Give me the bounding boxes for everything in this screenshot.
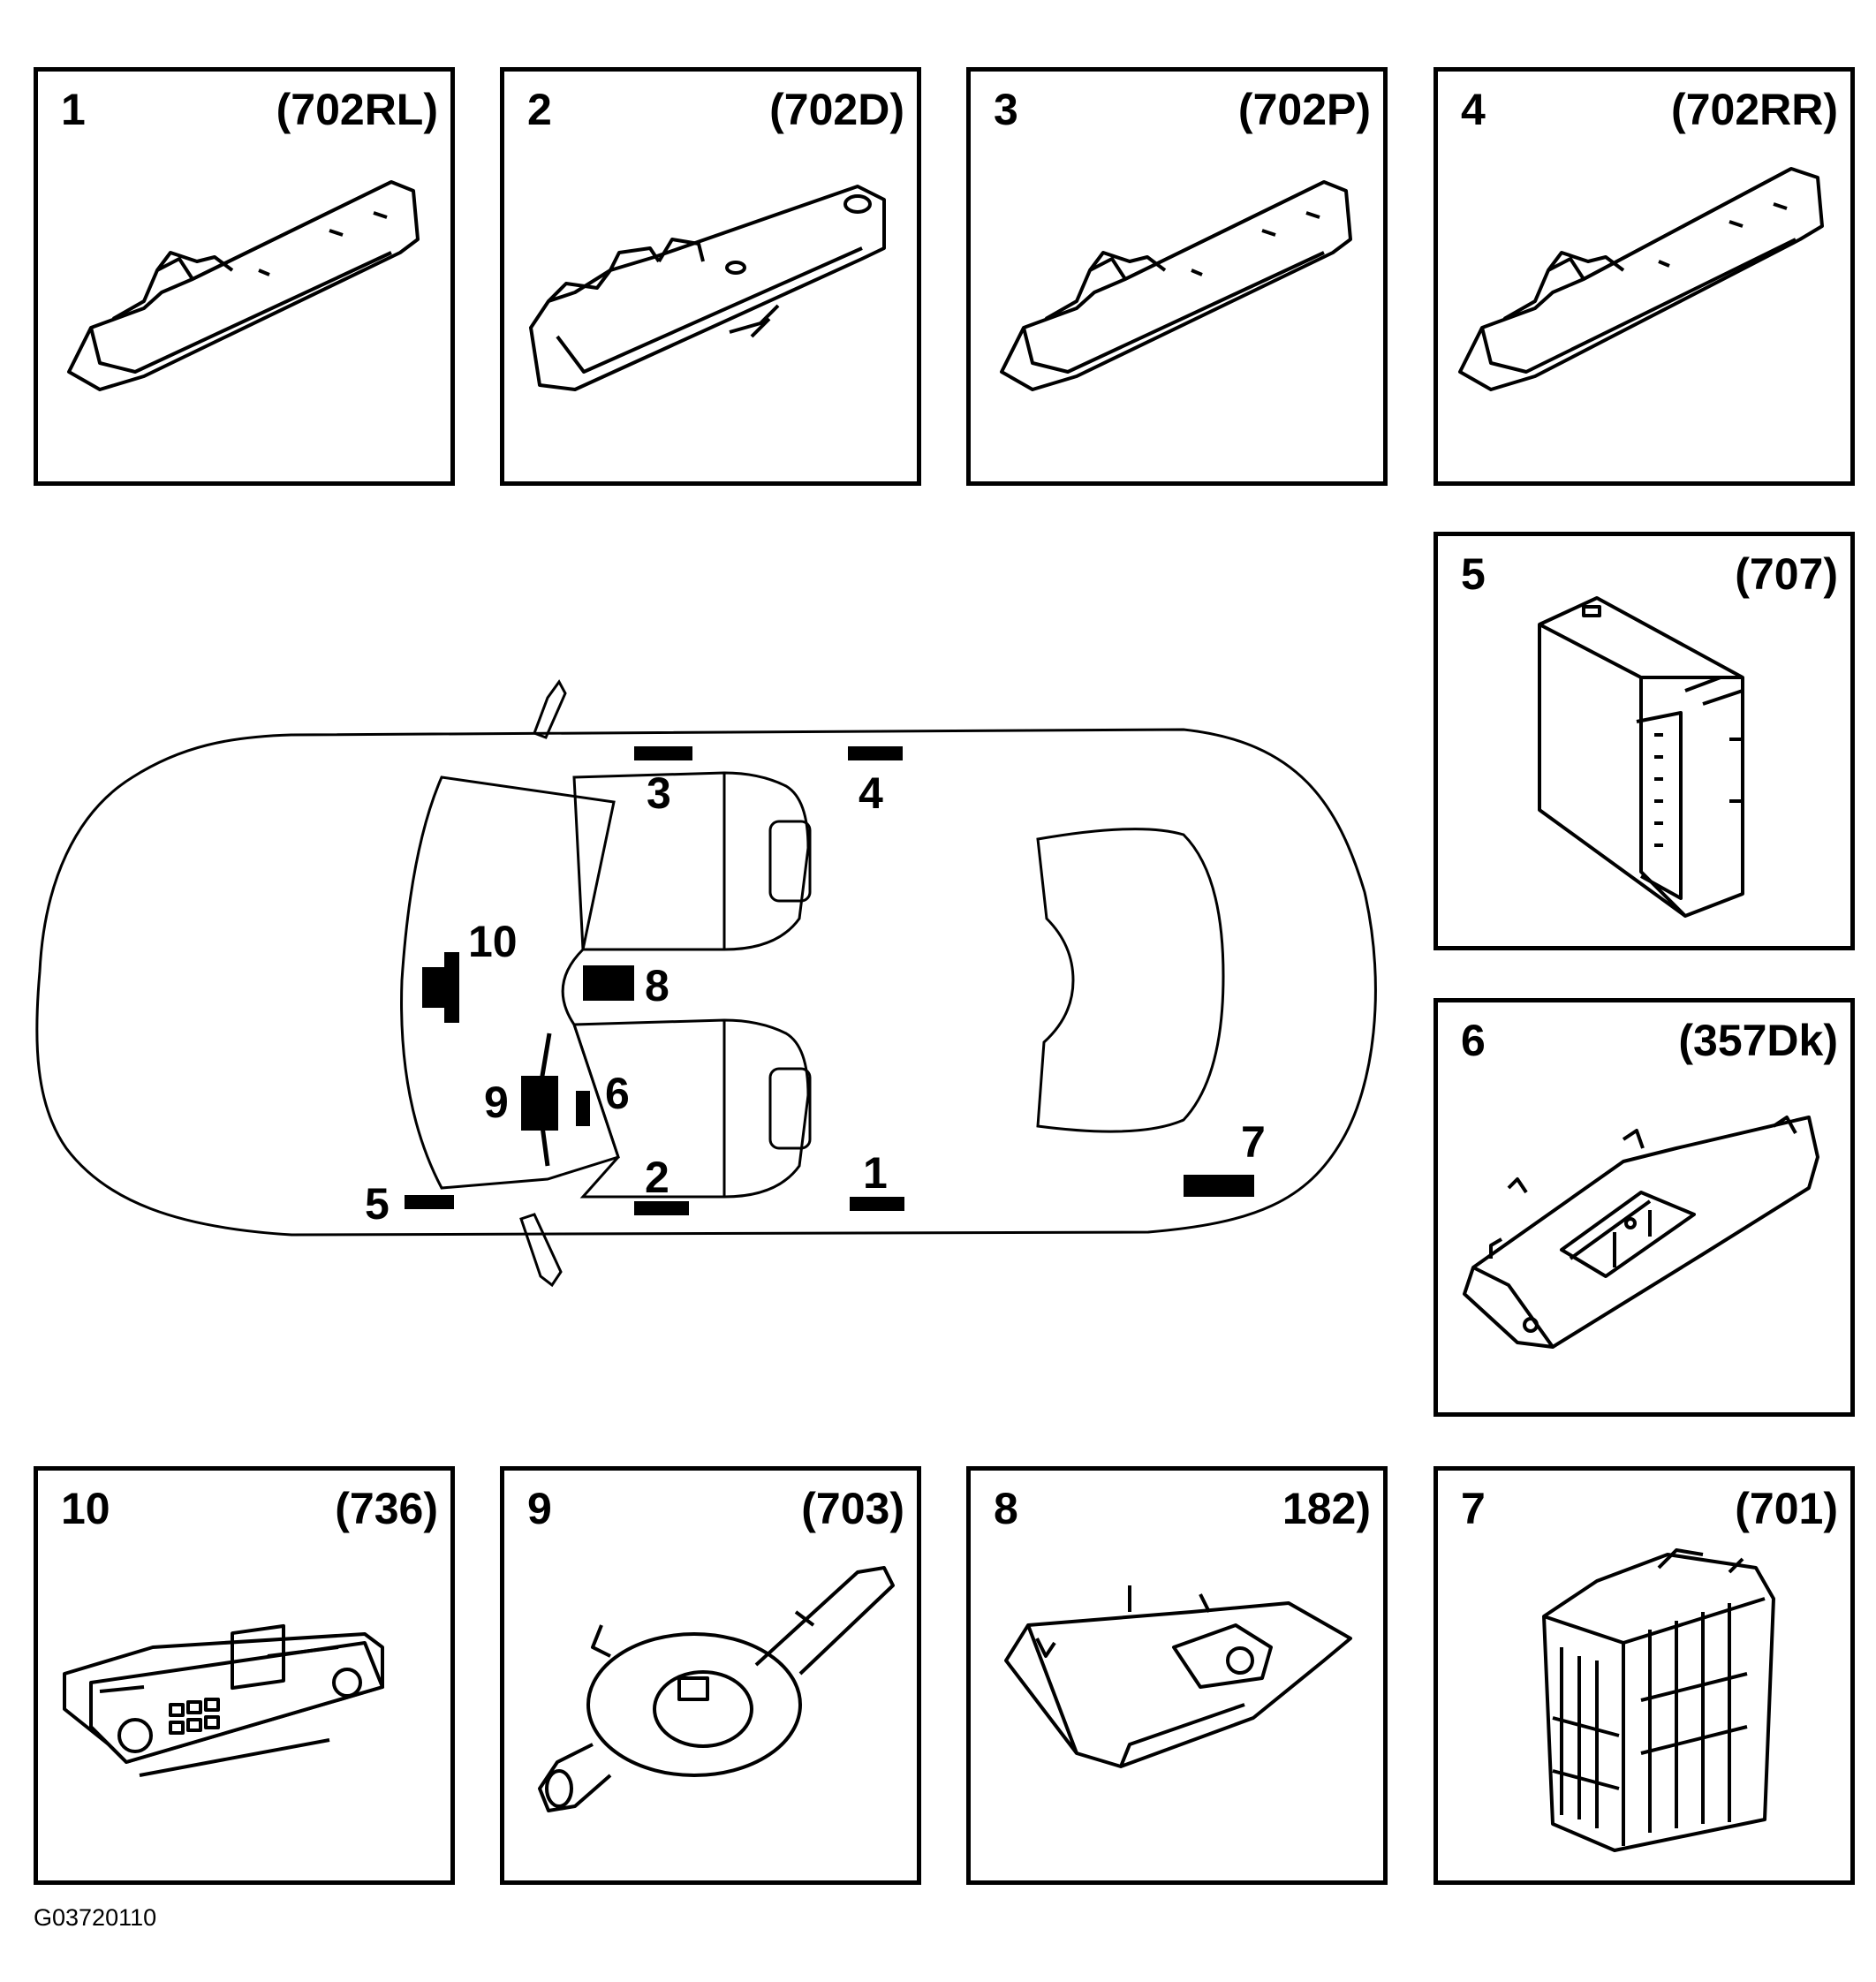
marker-10b [444, 952, 459, 1023]
headrest-right [768, 1067, 812, 1150]
component-panel-5: 5 (707) [1433, 532, 1855, 950]
central-electronic-module-illustration [1542, 1548, 1775, 1852]
marker-9 [521, 1076, 558, 1131]
right-mirror [519, 1213, 563, 1288]
component-panel-7: 7 (701) [1433, 1466, 1855, 1885]
front-seat-left [572, 771, 810, 951]
panel-number: 8 [994, 1484, 1018, 1533]
panel-number: 9 [527, 1484, 552, 1533]
panel-code: (702RL) [276, 85, 438, 134]
climate-control-panel-illustration [63, 1623, 384, 1777]
control-module-357dk-illustration [1463, 1116, 1819, 1349]
panel-number: 7 [1461, 1484, 1486, 1533]
panel-number: 3 [994, 85, 1018, 134]
component-panel-3: 3 (702P) [966, 67, 1388, 486]
component-panel-2: 2 (702D) [500, 67, 921, 486]
panel-code: (703) [801, 1484, 904, 1533]
marker-8 [583, 965, 634, 1001]
panel-code: (702RR) [1671, 85, 1838, 134]
component-panel-8: 8 182) [966, 1466, 1388, 1885]
component-panel-9: 9 (703) [500, 1466, 921, 1885]
car-label-3: 3 [647, 768, 671, 818]
panel-number: 2 [527, 85, 552, 134]
control-module-182-illustration [1004, 1585, 1352, 1768]
component-panel-1: 1 (702RL) [34, 67, 455, 486]
marker-4 [848, 746, 903, 760]
headrest-left [768, 820, 812, 903]
rear-window [1036, 828, 1225, 1133]
panel-code: 182) [1282, 1484, 1371, 1533]
figure-reference: G03720110 [34, 1904, 157, 1931]
marker-3 [634, 746, 692, 760]
marker-2 [634, 1201, 689, 1215]
car-label-10: 10 [468, 917, 518, 966]
control-module-707-illustration [1538, 596, 1744, 918]
panel-number: 5 [1461, 549, 1486, 599]
component-panel-10: 10 (736) [34, 1466, 455, 1885]
panel-number: 6 [1461, 1016, 1486, 1065]
component-panel-6: 6 (357Dk) [1433, 998, 1855, 1417]
steering-column-switch-illustration [538, 1566, 895, 1812]
car-label-9: 9 [484, 1078, 509, 1127]
panel-number: 4 [1461, 85, 1486, 134]
panel-code: (702P) [1237, 85, 1371, 134]
marker-7 [1184, 1175, 1254, 1197]
panel-number: 10 [61, 1484, 110, 1533]
panel-code: (701) [1735, 1484, 1838, 1533]
car-label-7: 7 [1241, 1117, 1266, 1167]
car-label-8: 8 [645, 961, 669, 1010]
windshield [400, 775, 620, 1190]
car-label-1: 1 [863, 1148, 888, 1198]
panel-code: (736) [335, 1484, 438, 1533]
marker-5 [405, 1195, 454, 1209]
window-switch-rear-left-illustration [67, 180, 420, 391]
panel-code: (357Dk) [1678, 1016, 1838, 1065]
panel-code: (707) [1735, 549, 1838, 599]
panel-number: 1 [61, 85, 86, 134]
car-body-outline [35, 728, 1377, 1237]
component-panel-4: 4 (702RR) [1433, 67, 1855, 486]
marker-1 [850, 1197, 904, 1211]
car-label-4: 4 [859, 768, 883, 818]
window-switch-driver-illustration [529, 185, 886, 391]
window-switch-passenger-illustration [1000, 180, 1352, 391]
window-switch-rear-right-illustration [1458, 167, 1824, 391]
car-label-6: 6 [605, 1069, 630, 1118]
left-mirror [533, 679, 567, 739]
car-label-5: 5 [365, 1179, 390, 1229]
panel-code: (702D) [769, 85, 904, 134]
car-label-2: 2 [645, 1153, 669, 1202]
marker-6 [576, 1091, 590, 1126]
